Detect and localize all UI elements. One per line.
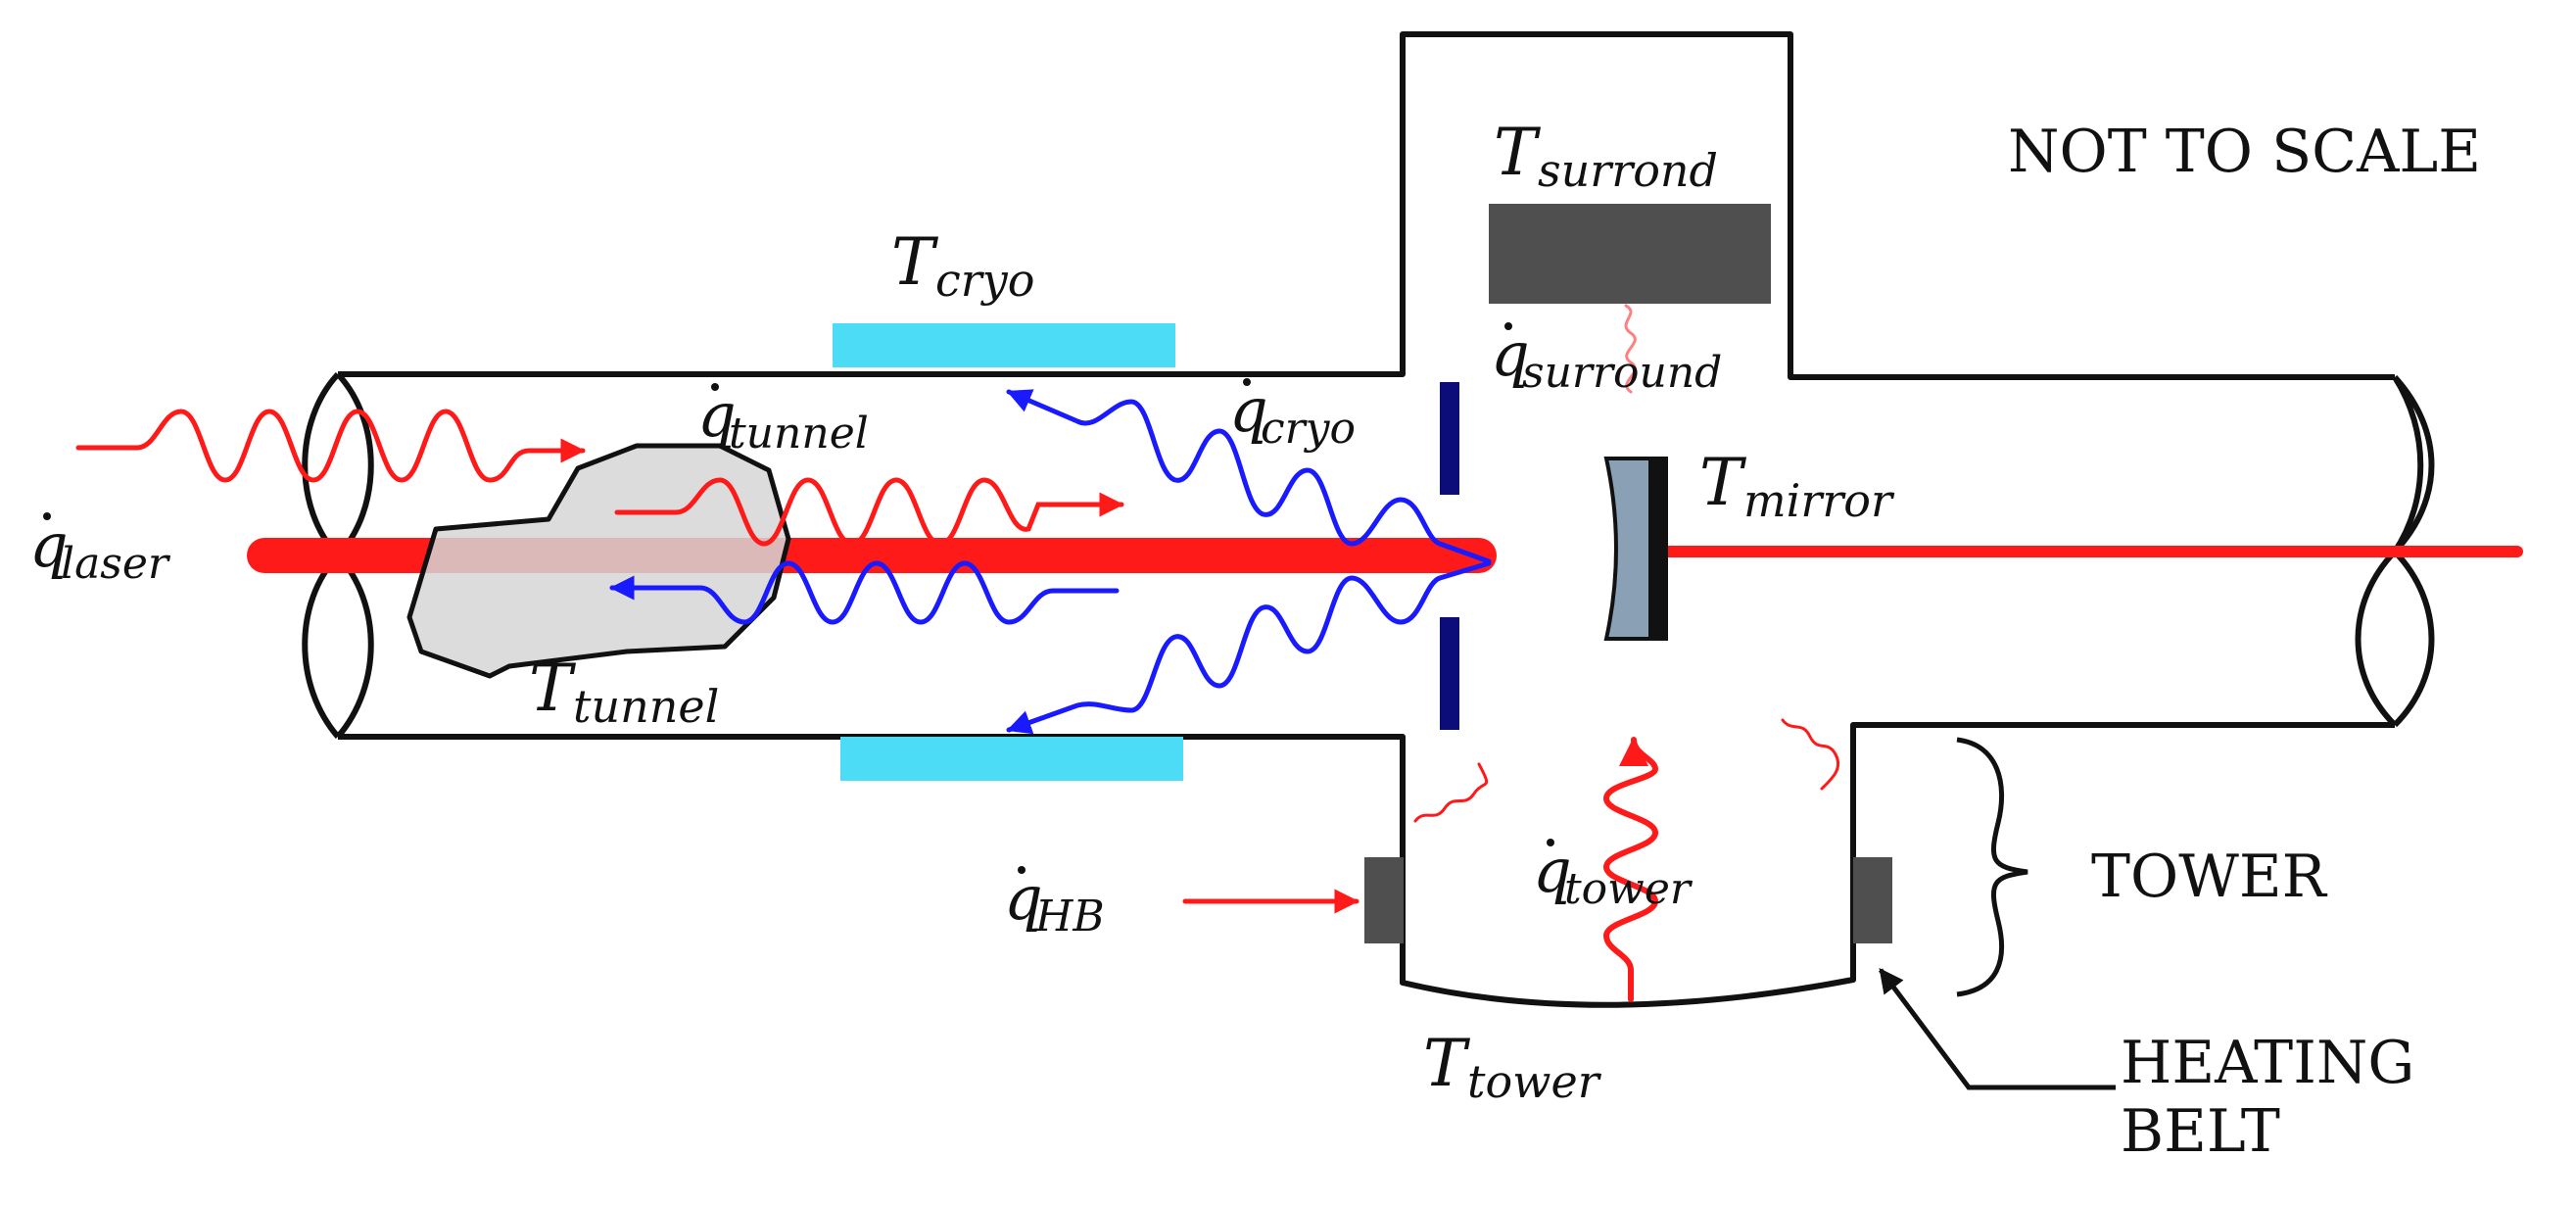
tunnel-red-wave (614, 477, 1124, 547)
t-mirror-label: T mirror (1699, 445, 1895, 527)
q-hb-label: q HB (1004, 862, 1105, 941)
tower-left-squiggle (1413, 762, 1489, 823)
heating-belt-label-line2: BELT (2121, 1097, 2280, 1166)
svg-text:cryo: cryo (935, 254, 1034, 307)
tower-right-squiggle (1781, 718, 1840, 791)
heating-belt-left (1364, 857, 1404, 943)
baffle-bottom (1440, 617, 1459, 730)
heating-belt-label-line1: HEATING (2121, 1029, 2414, 1097)
t-cryo-label: T cryo (891, 224, 1034, 307)
svg-text:T: T (891, 224, 939, 300)
laser-input-wave (75, 409, 586, 483)
q-laser-label: q laser (29, 509, 171, 589)
t-surround-label: T surrond (1494, 115, 1718, 197)
cryo-shield-bottom (840, 737, 1183, 781)
svg-text:T: T (1423, 1026, 1471, 1101)
svg-text:T: T (529, 651, 577, 726)
cryo-blue-wave-top (1006, 389, 1492, 564)
svg-text:HB: HB (1034, 892, 1105, 941)
tube-bottom-outline (338, 722, 2395, 1008)
svg-text:q: q (29, 509, 69, 581)
q-surround-label: q surround (1491, 318, 1722, 398)
q-tower-dot (1547, 839, 1554, 846)
svg-text:laser: laser (61, 539, 171, 589)
mirror-substrate (1603, 457, 1652, 641)
svg-text:T: T (1494, 115, 1542, 190)
q-tunnel-label: q tunnel (697, 379, 869, 458)
q-laser-dot (43, 512, 51, 520)
cryo-shield-top (833, 323, 1175, 367)
svg-text:q: q (1004, 862, 1043, 934)
surround-block (1489, 204, 1771, 304)
tube-top-outline (338, 31, 2395, 380)
tunnel-blue-wave (609, 560, 1120, 625)
radiation-arrows (75, 304, 1840, 1002)
svg-text:cryo: cryo (1261, 404, 1356, 454)
svg-text:mirror: mirror (1743, 474, 1895, 527)
svg-text:q: q (1229, 374, 1268, 446)
svg-text:surrond: surrond (1538, 144, 1718, 197)
svg-text:tower: tower (1467, 1055, 1602, 1108)
heating-belt-right (1853, 857, 1892, 943)
tower-wave (1602, 737, 1659, 1002)
q-cryo-dot (1243, 378, 1251, 386)
q-hb-dot (1018, 866, 1026, 874)
svg-text:q: q (697, 379, 737, 451)
baffle-top (1440, 382, 1459, 495)
svg-text:T: T (1699, 445, 1747, 520)
q-tower-label: q tower (1533, 835, 1693, 914)
surround-wave (1624, 304, 1637, 394)
svg-text:surround: surround (1522, 348, 1722, 398)
cryo-blue-wave-bottom (1006, 560, 1492, 735)
svg-text:tunnel: tunnel (729, 409, 869, 458)
svg-text:tower: tower (1564, 864, 1693, 914)
svg-text:tunnel: tunnel (573, 680, 719, 733)
t-tunnel-label: T tunnel (529, 651, 719, 733)
heating-belt-pointer (1879, 968, 2116, 1090)
q-surround-dot (1504, 322, 1512, 330)
svg-text:q: q (1533, 835, 1572, 906)
tower-brace (1956, 737, 2028, 997)
not-to-scale-label: NOT TO SCALE (2008, 118, 2481, 186)
tunnel-deposit (406, 443, 791, 679)
q-tunnel-dot (711, 383, 719, 391)
q-cryo-label: q cryo (1229, 374, 1356, 454)
mirror (1603, 457, 1668, 641)
tower-label: TOWER (2091, 843, 2328, 911)
mirror-backing (1648, 457, 1668, 641)
svg-text:q: q (1491, 318, 1530, 390)
t-tower-label: T tower (1423, 1026, 1602, 1108)
